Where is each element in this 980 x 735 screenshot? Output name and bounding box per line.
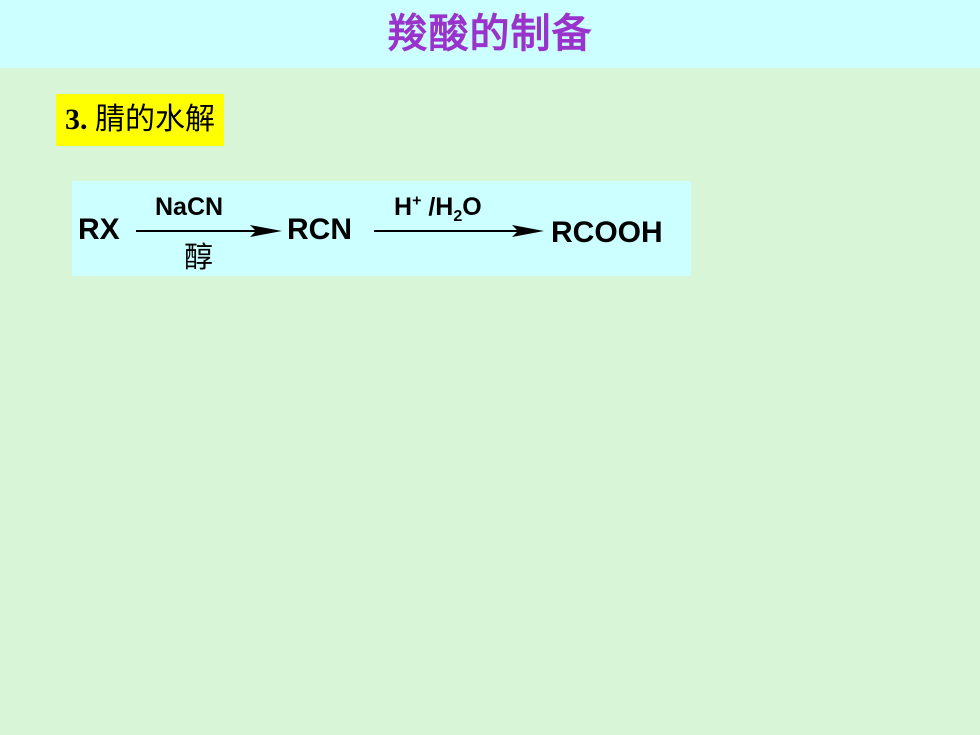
step2-reagent-o: O bbox=[462, 193, 482, 221]
step2-reagent-slash: /H bbox=[421, 193, 454, 221]
step2-reagent: H+ /H2O bbox=[394, 192, 482, 225]
step2-reagent-charge: + bbox=[412, 192, 422, 210]
step1-arrow bbox=[136, 225, 282, 237]
step2-reagent-h: H bbox=[394, 193, 413, 221]
section-label: 腈的水解 bbox=[95, 103, 215, 136]
step1-reagent: NaCN bbox=[155, 193, 224, 221]
reaction-scheme: RX NaCN 醇 RCN H+ /H2O RCOOH bbox=[72, 181, 691, 276]
step1-condition: 醇 bbox=[184, 240, 214, 274]
page-title: 羧酸的制备 bbox=[387, 11, 593, 57]
title-bar: 羧酸的制备 bbox=[0, 0, 980, 68]
section-heading: 3. 腈的水解 bbox=[56, 94, 224, 146]
product: RCOOH bbox=[551, 216, 663, 249]
intermediate: RCN bbox=[287, 213, 352, 246]
step2-reagent-subscript: 2 bbox=[453, 208, 463, 225]
step2-arrow bbox=[374, 225, 544, 237]
reactant: RX bbox=[78, 213, 120, 246]
section-number: 3. bbox=[65, 103, 88, 136]
